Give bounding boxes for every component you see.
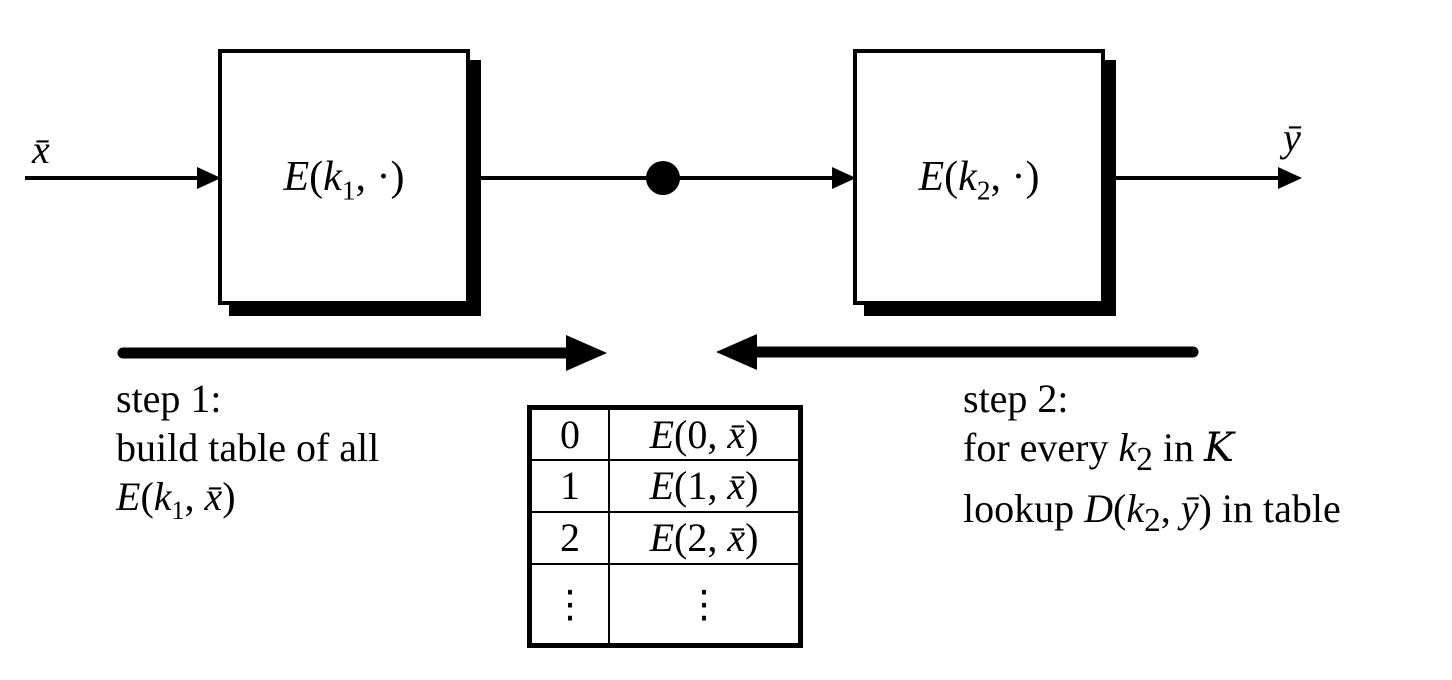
step2-arrowhead-icon [716, 334, 757, 370]
step1-annotation: step 1: build table of all E(k1, x̄) [116, 374, 380, 524]
step1-formula-fn: E [116, 474, 141, 519]
table-key-cell: ⋮ [528, 562, 610, 647]
step2-line3-post: in table [1211, 486, 1341, 531]
step1-formula: E(k1, x̄) [116, 472, 379, 524]
row0-fn: E [649, 411, 674, 457]
table-row: 0 E(0, x̄) [528, 406, 802, 461]
table-value-cell: E(0, x̄) [608, 406, 802, 461]
row2-arg: x̄ [727, 515, 746, 560]
step2-description-line1: for every k2 in K [963, 423, 1341, 484]
box2-open-paren: ( [944, 154, 959, 200]
step2-line2-key: k [1118, 425, 1137, 470]
box2-fn: E [918, 154, 945, 200]
row1-close: ) [745, 463, 759, 508]
output-arrowhead-icon [1278, 167, 1302, 189]
step2-line3-arg: ȳ [1180, 486, 1199, 531]
step2-line3-key: k [1126, 486, 1145, 531]
table-value-cell: ⋮ [608, 562, 802, 647]
row0-arg: x̄ [727, 411, 746, 457]
step2-line3-open: ( [1113, 486, 1127, 531]
lookup-table: 0 E(0, x̄) 1 E(1, x̄) 2 E(2, x̄) ⋮ ⋮ [527, 405, 803, 648]
step1-formula-open: ( [140, 474, 154, 519]
row0-open: (0, [674, 411, 728, 457]
step2-line2-pre: for every [963, 425, 1119, 470]
keyspace-symbol: K [1204, 425, 1234, 471]
step2-annotation: step 2: for every k2 in K lookup D(k2, ȳ… [963, 374, 1341, 545]
vdots-icon: ⋮ [685, 582, 723, 627]
step2-line3-close: ) [1198, 486, 1212, 531]
box2-key-var: k [958, 154, 977, 200]
box1-fn: E [283, 154, 310, 200]
table-row: 1 E(1, x̄) [528, 458, 802, 513]
table-key-cell: 1 [528, 458, 610, 513]
step2-line3-pre: lookup [963, 486, 1085, 531]
output-label: ȳ [1283, 115, 1301, 160]
step2-description-line2: lookup D(k2, ȳ) in table [963, 484, 1341, 545]
encryption-box-1: E(k1, ·) [218, 49, 470, 305]
step2-line3-fn: D [1084, 486, 1114, 531]
step1-formula-key: k [153, 474, 172, 519]
step2-title: step 2: [963, 376, 1069, 421]
table-value-cell: E(1, x̄) [608, 458, 802, 513]
box1-key-subscript: 1 [341, 175, 356, 206]
step1-formula-comma: , [184, 474, 205, 519]
encryption-box-1-label: E(k1, ·) [283, 153, 405, 204]
input-arrowhead-icon [197, 167, 221, 189]
vdots-icon: ⋮ [551, 582, 589, 627]
step1-formula-arg: x̄ [204, 474, 223, 519]
encryption-box-2: E(k2, ·) [853, 49, 1105, 305]
row2-close: ) [745, 515, 759, 560]
row0-close: ) [745, 411, 759, 457]
box2-key-subscript: 2 [976, 175, 991, 206]
box1-key-var: k [323, 154, 342, 200]
step1-title: step 1: [116, 376, 222, 421]
row1-fn: E [649, 463, 674, 508]
row1-open: (1, [674, 463, 728, 508]
junction-dot [646, 161, 680, 195]
step1-arrowhead-icon [566, 335, 607, 371]
row1-arg: x̄ [727, 463, 746, 508]
step2-line3-comma: , [1160, 486, 1181, 531]
table-value-cell: E(2, x̄) [608, 510, 802, 565]
table-row: 2 E(2, x̄) [528, 510, 802, 565]
row2-fn: E [649, 515, 674, 560]
middle-arrowhead-icon [832, 167, 856, 189]
box2-rest: , ·) [990, 154, 1040, 200]
step1-formula-subscript: 1 [171, 496, 185, 525]
row2-open: (2, [674, 515, 728, 560]
step1-formula-close: ) [222, 474, 236, 519]
box1-open-paren: ( [309, 154, 324, 200]
box1-rest: , ·) [355, 154, 405, 200]
table-key-cell: 0 [528, 406, 610, 461]
step2-line3-subscript: 2 [1144, 502, 1161, 539]
encryption-box-2-label: E(k2, ·) [918, 153, 1040, 204]
input-label: x̄ [32, 127, 50, 172]
table-key-cell: 2 [528, 510, 610, 565]
step2-line2-mid: in [1152, 425, 1205, 470]
step2-line2-subscript: 2 [1136, 441, 1153, 478]
step1-description: build table of all [116, 425, 380, 470]
table-row-ellipsis: ⋮ ⋮ [528, 562, 802, 647]
